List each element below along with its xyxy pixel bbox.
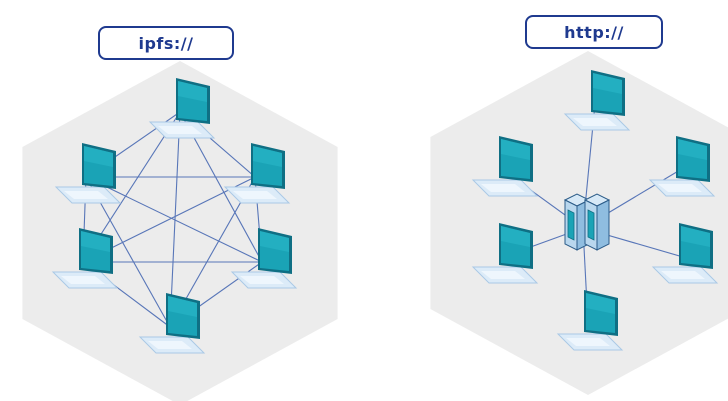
ipfs-peer-laptop-icon — [148, 78, 216, 139]
ipfs-link — [85, 176, 263, 263]
http-client-laptop-icon — [648, 136, 716, 197]
http-client-laptop-icon — [471, 136, 539, 197]
ipfs-peer-laptop-icon — [138, 293, 206, 354]
http-client-laptop-icon — [651, 223, 719, 284]
http-client-laptop-icon — [563, 70, 631, 131]
http-client-laptop-icon — [471, 223, 539, 284]
server-icon — [563, 193, 611, 251]
ipfs-protocol-label: ipfs:// — [98, 26, 234, 60]
ipfs-peer-laptop-icon — [223, 143, 291, 204]
http-client-laptop-icon — [556, 290, 624, 351]
ipfs-network — [22, 61, 338, 401]
http-network — [430, 51, 728, 395]
ipfs-peer-laptop-icon — [230, 228, 298, 289]
ipfs-peer-laptop-icon — [51, 228, 119, 289]
ipfs-peer-laptop-icon — [54, 143, 122, 204]
http-protocol-label: http:// — [525, 15, 663, 49]
